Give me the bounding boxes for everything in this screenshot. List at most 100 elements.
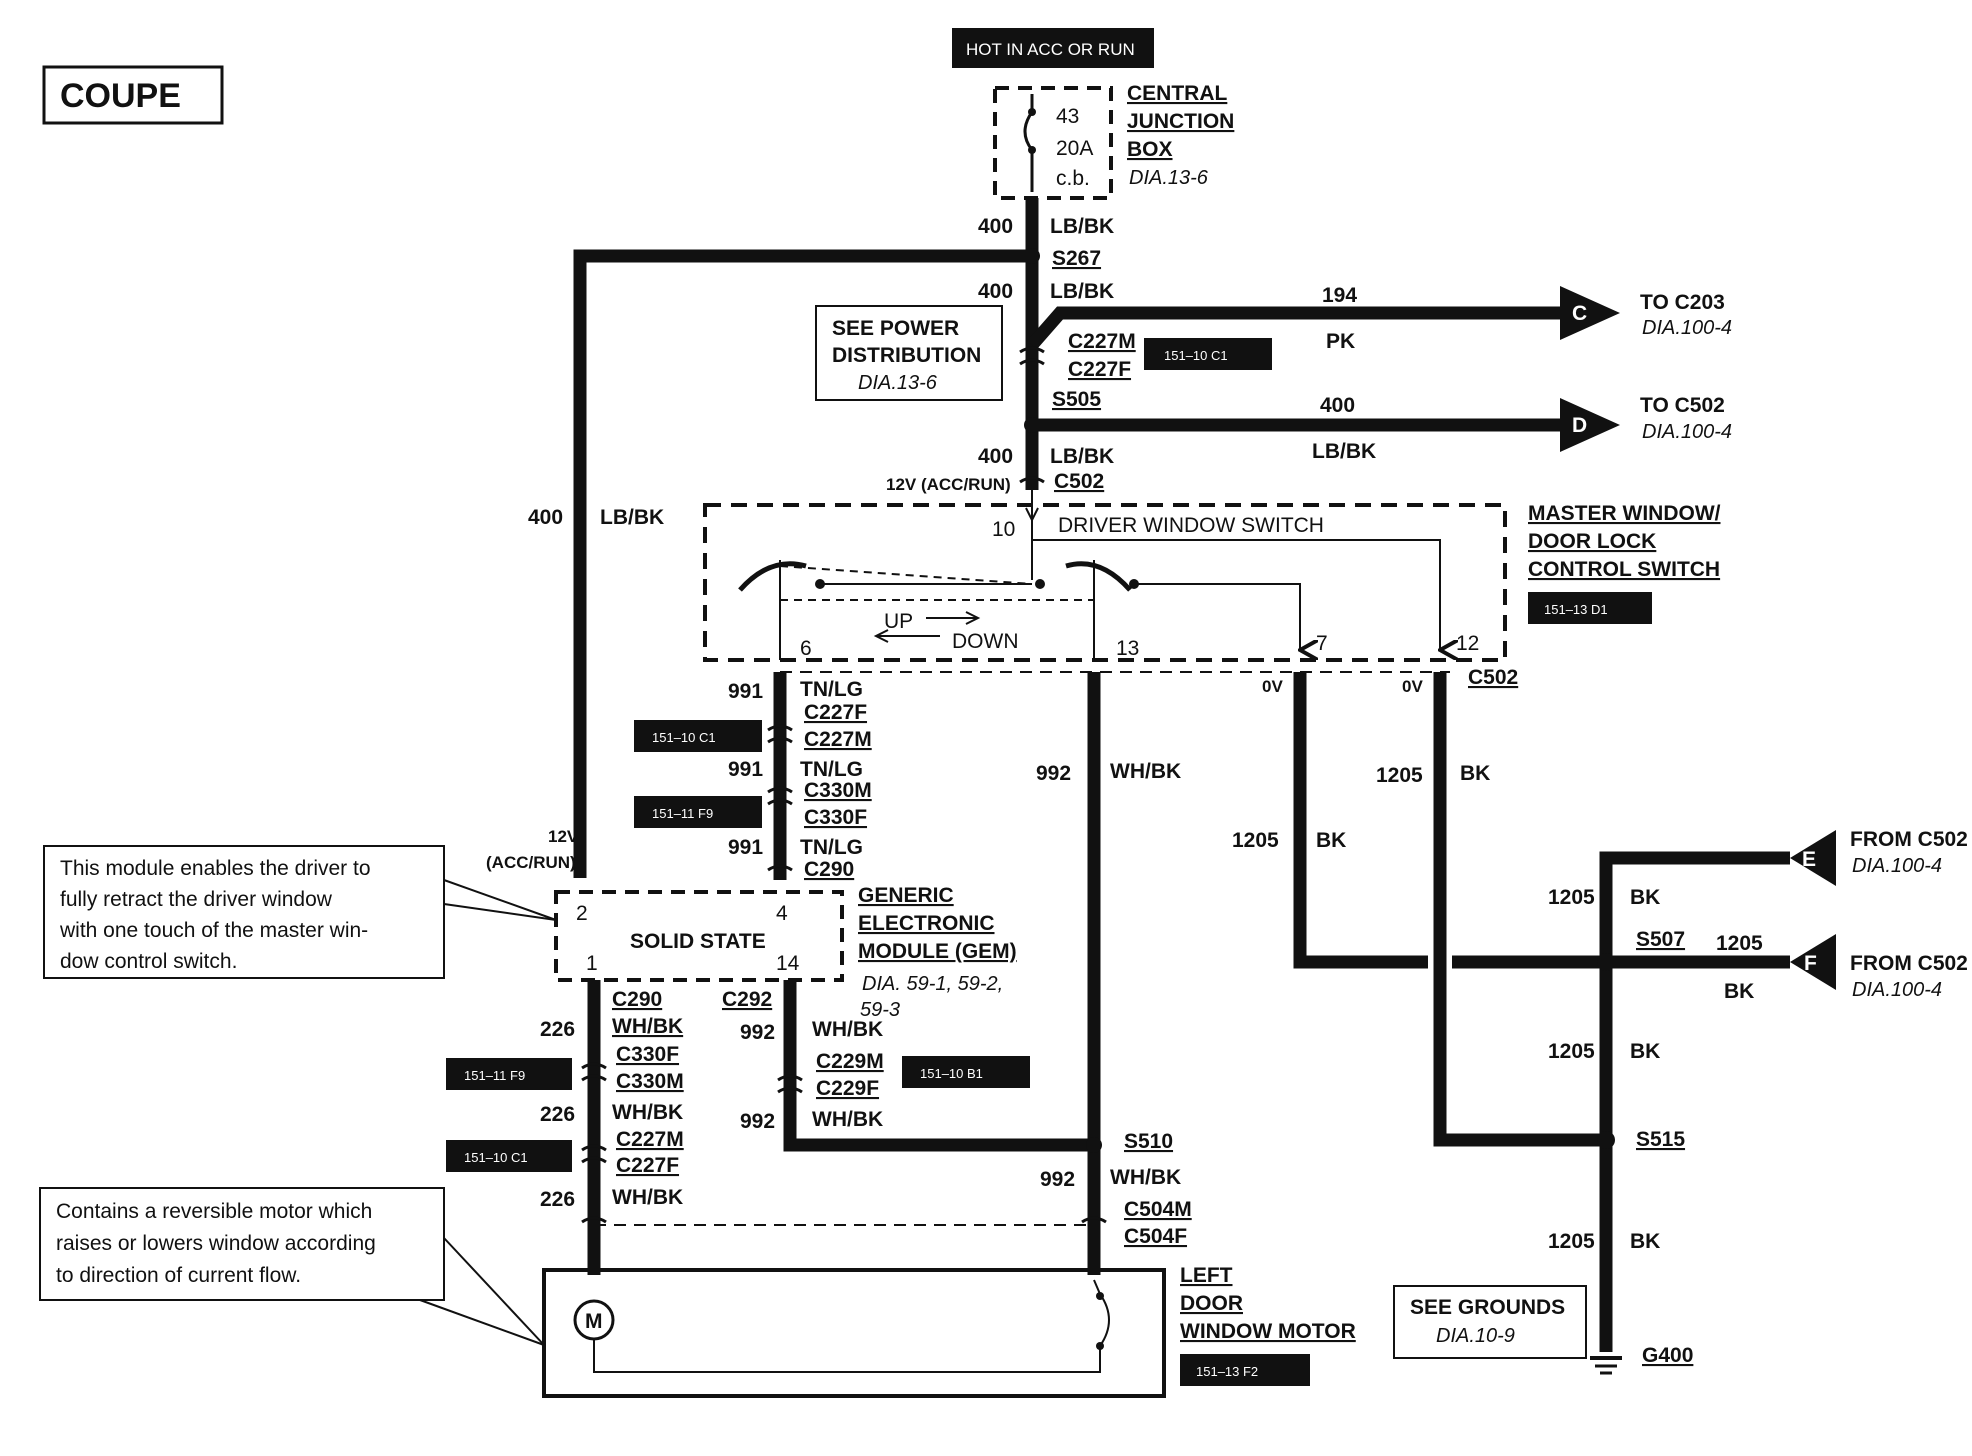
- connector-c330-226-top: [581, 1062, 607, 1070]
- wire-1205-label-3: 1205: [1548, 886, 1595, 909]
- c290-label-2: C290: [612, 988, 662, 1011]
- motor-callout-box: [39, 1187, 445, 1301]
- wire-tnlg-label-2: TN/LG: [800, 758, 863, 781]
- voltage-0v-pin12: 0V: [1402, 677, 1423, 696]
- wire-400-label-1: 400: [978, 215, 1013, 238]
- wire-194-label: 194: [1322, 284, 1357, 307]
- c227m-label-3: C227M: [616, 1128, 684, 1151]
- splice-s267-label: S267: [1052, 247, 1101, 270]
- c504f-label: C504F: [1124, 1225, 1187, 1248]
- wire-1205-label-1: 1205: [1232, 829, 1279, 852]
- switch-blade-left: [738, 561, 807, 592]
- to-c203-ref: DIA.100-4: [1642, 317, 1732, 339]
- arrow-e-letter: E: [1802, 848, 1816, 871]
- connector-c227-bottom: [1019, 358, 1045, 366]
- connector-c227-991-bottom: [767, 736, 793, 744]
- wire-lbbk-label-2: LB/BK: [1050, 280, 1114, 303]
- voltage-0v-pin7: 0V: [1262, 677, 1283, 696]
- motor-name-2: DOOR: [1180, 1292, 1243, 1315]
- fuse-rating: 20A: [1056, 137, 1093, 160]
- wire-400-label-left: 400: [528, 506, 563, 529]
- ground-g400-label: G400: [1642, 1344, 1693, 1367]
- power-header-box: [952, 28, 1154, 68]
- c227f-label-3: C227F: [616, 1154, 679, 1177]
- connector-c330-991-top: [767, 786, 793, 794]
- wire-bk-label-5: BK: [1630, 1230, 1660, 1253]
- connector-c227-226-top: [581, 1144, 607, 1152]
- arrow-c-letter: C: [1572, 302, 1587, 325]
- ref-box-151-10-c1-top: [1144, 338, 1272, 370]
- to-c502-ref: DIA.100-4: [1642, 421, 1732, 443]
- arrow-to-c203: [1560, 286, 1620, 340]
- c502-label-top: C502: [1054, 470, 1104, 493]
- wire-1205-label-5: 1205: [1548, 1230, 1595, 1253]
- motor-internal-circuit: [593, 1279, 1110, 1373]
- diagram-title: COUPE: [60, 77, 181, 115]
- c227m-label-2: C227M: [804, 728, 872, 751]
- ref-151-13-f2: 151–13 F2: [1196, 1364, 1258, 1379]
- motor-symbol-label: M: [585, 1310, 603, 1333]
- wire-1205-label-4: 1205: [1548, 1040, 1595, 1063]
- arrow-from-c502-e: [1790, 830, 1836, 886]
- wire-992-gem: [783, 980, 1092, 1152]
- switch-down-label: DOWN: [952, 630, 1019, 653]
- cjb-name-1: CENTRAL: [1127, 82, 1227, 105]
- power-distribution-box: [815, 305, 1003, 401]
- splice-s515-label: S515: [1636, 1128, 1685, 1151]
- ref-box-151-10-c1-low: [446, 1140, 572, 1172]
- wire-992-label-1: 992: [740, 1021, 775, 1044]
- breaker-contact-bottom: [1028, 146, 1036, 154]
- ref-151-10-c1-mid: 151–10 C1: [652, 730, 716, 745]
- motor-limit-contact-1: [1096, 1292, 1104, 1300]
- gem-callout-pointer-1: [443, 879, 557, 921]
- arrow-f-letter: F: [1804, 952, 1817, 975]
- gem-ref-1: DIA. 59-1, 59-2,: [862, 973, 1003, 995]
- arrow-d-letter: D: [1572, 414, 1587, 437]
- gem-name-1: GENERIC: [858, 884, 954, 907]
- ref-box-151-13-f2: [1180, 1354, 1310, 1386]
- voltage-acc-run-top: 12V (ACC/RUN): [886, 475, 1011, 494]
- from-f-ref: DIA.100-4: [1852, 979, 1942, 1001]
- switch-blade-right: [1065, 561, 1132, 592]
- wire-bk-label-2: BK: [1460, 762, 1490, 785]
- see-grounds-ref: DIA.10-9: [1436, 1325, 1515, 1347]
- connector-c229-top: [777, 1074, 803, 1082]
- ref-151-11-f9-low: 151–11 F9: [464, 1068, 525, 1083]
- see-grounds-label: SEE GROUNDS: [1410, 1296, 1565, 1319]
- switch-linkage-top: [779, 565, 1033, 585]
- wire-194-pk: [1027, 306, 1560, 350]
- to-c502-label: TO C502: [1640, 394, 1725, 417]
- wire-400-label-d: 400: [1320, 394, 1355, 417]
- connector-c290-991: [767, 864, 793, 872]
- gem-voltage-12v: 12V: [548, 827, 579, 846]
- switch-pin-7-line: [1134, 583, 1300, 650]
- cjb-name-3: BOX: [1127, 138, 1173, 161]
- ref-box-151-11-f9-mid: [634, 796, 762, 828]
- c227f-label-2: C227F: [804, 701, 867, 724]
- switch-contact-1: [815, 579, 825, 589]
- wire-bk-label-3: BK: [1630, 886, 1660, 909]
- splice-s515: [1597, 1131, 1615, 1149]
- see-grounds-box: [1393, 1285, 1587, 1359]
- wire-whbk-label-2: WH/BK: [612, 1101, 683, 1124]
- switch-pin-7: 7: [1316, 632, 1328, 655]
- wire-992-label-4: 992: [1040, 1168, 1075, 1191]
- wire-1205-pin12: [1433, 672, 1600, 1147]
- cjb-name-2: JUNCTION: [1127, 110, 1234, 133]
- arrow-to-c502: [1560, 398, 1620, 452]
- wire-226-label-1: 226: [540, 1018, 575, 1041]
- gem-name-3: MODULE (GEM): [858, 940, 1017, 963]
- c330m-label-1: C330M: [804, 779, 872, 802]
- power-dist-line-1: SEE POWER: [832, 317, 959, 340]
- ref-151-10-c1-top: 151–10 C1: [1164, 348, 1228, 363]
- wire-400-label-3: 400: [978, 445, 1013, 468]
- switch-down-arrowhead: [873, 629, 889, 643]
- motor-callout-pointer-2: [419, 1299, 545, 1346]
- central-junction-box: [993, 86, 1113, 200]
- wire-whbk-label-4: WH/BK: [812, 1018, 883, 1041]
- power-dist-ref: DIA.13-6: [858, 372, 938, 394]
- wire-whbk-label-6: WH/BK: [1110, 760, 1181, 783]
- power-header-label: HOT IN ACC OR RUN: [966, 40, 1135, 59]
- connector-c229-bottom: [777, 1086, 803, 1094]
- wire-lbbk-label-3: LB/BK: [1050, 445, 1114, 468]
